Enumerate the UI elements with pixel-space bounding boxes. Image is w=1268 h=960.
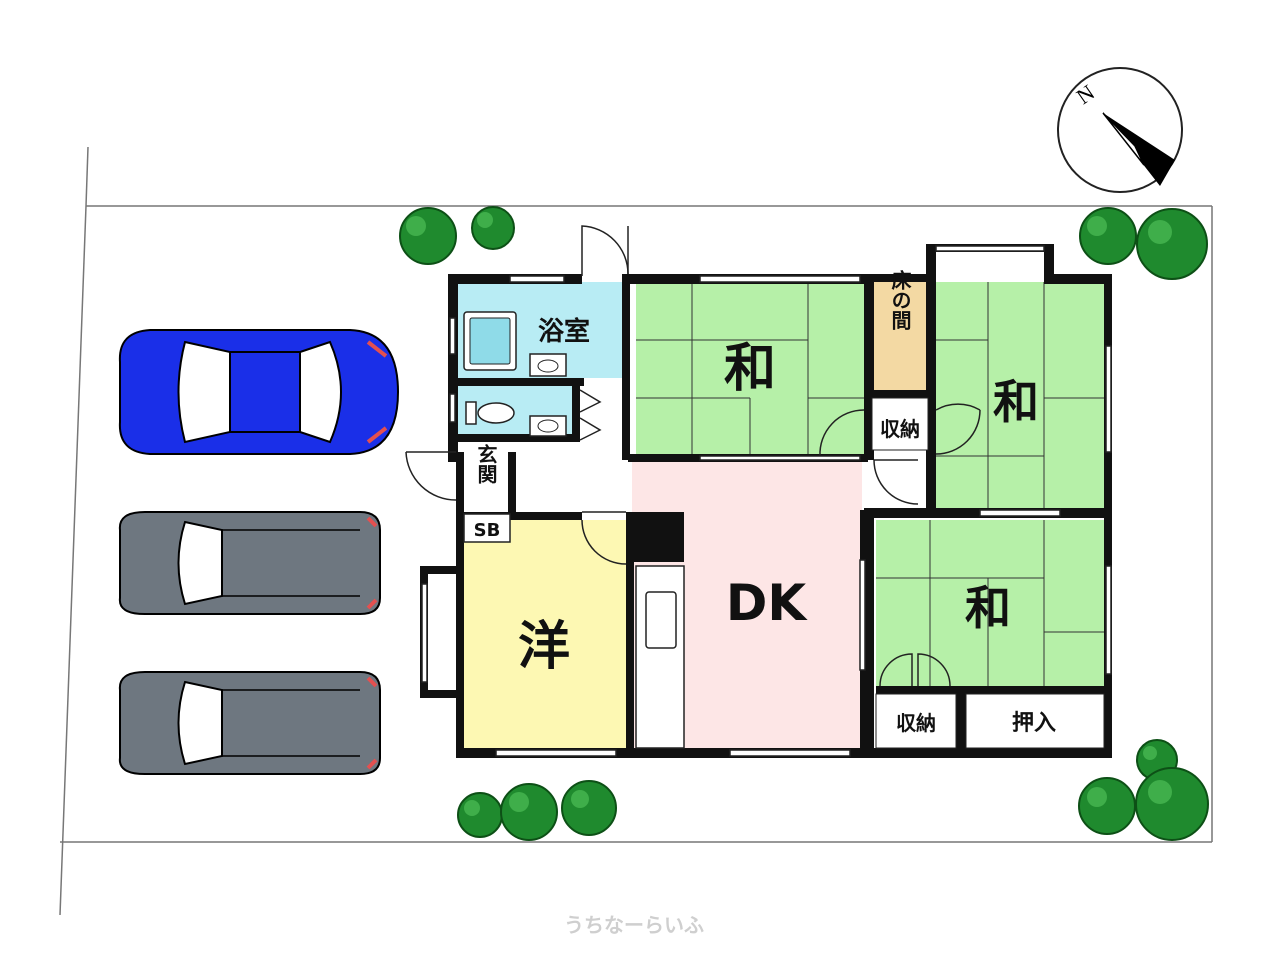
kitchen-counter: [635, 565, 685, 749]
window-icon: [421, 245, 1112, 757]
toilet-icon: [465, 401, 515, 425]
room-washitsu-right-fill: [936, 282, 1104, 508]
room-washitsu-right-label: 和: [993, 375, 1039, 429]
tree-icon: [1078, 777, 1136, 835]
closet-center-label: 収納: [880, 417, 920, 441]
room-washitsu-top-label: 和: [724, 339, 776, 399]
tree-icon: [399, 207, 457, 265]
compass-icon: N: [1057, 67, 1183, 193]
tree-icon: [1079, 207, 1137, 265]
shoe-box: [463, 513, 511, 543]
tree-icon: [457, 792, 503, 838]
tree-icon: [1136, 208, 1208, 280]
car-gray-icon: [118, 511, 381, 615]
sink-icon: [529, 415, 567, 437]
room-bath-label: 浴室: [538, 316, 590, 347]
bathtub-icon: [463, 311, 517, 371]
trees: [399, 206, 1209, 841]
watermark-text: うちなーらいふ: [564, 913, 704, 937]
shoe-box-label: SB: [474, 520, 501, 541]
closet-bottom: [875, 693, 957, 749]
tree-icon: [471, 206, 515, 250]
tatami-lines: [636, 282, 1104, 686]
oshiire-box: [965, 693, 1105, 749]
tree-icon: [500, 783, 558, 841]
tree-icon: [561, 780, 617, 836]
room-washitsu-bottom-label: 和: [965, 581, 1011, 635]
sink-icon: [529, 353, 567, 377]
closet-center: [871, 397, 929, 451]
tree-icon: [1135, 767, 1209, 841]
genkan-label: 玄関: [474, 443, 498, 485]
room-washitsu-bottom-fill: [876, 520, 1104, 686]
closet-bottom-label: 収納: [896, 711, 936, 735]
room-tokonoma-label: 床の間: [888, 269, 912, 330]
lot-boundary: [59, 146, 1213, 916]
car-gray-icon: [118, 671, 381, 775]
room-youshitsu-fill: [462, 520, 626, 748]
room-youshitsu-label: 洋: [518, 617, 570, 677]
car-blue-icon: [118, 329, 400, 455]
oshiire-label: 押入: [1012, 710, 1056, 736]
room-dk-label: DK: [726, 574, 809, 632]
door-swing-icon: [405, 225, 981, 687]
room-tokonoma-fill: [872, 282, 928, 390]
